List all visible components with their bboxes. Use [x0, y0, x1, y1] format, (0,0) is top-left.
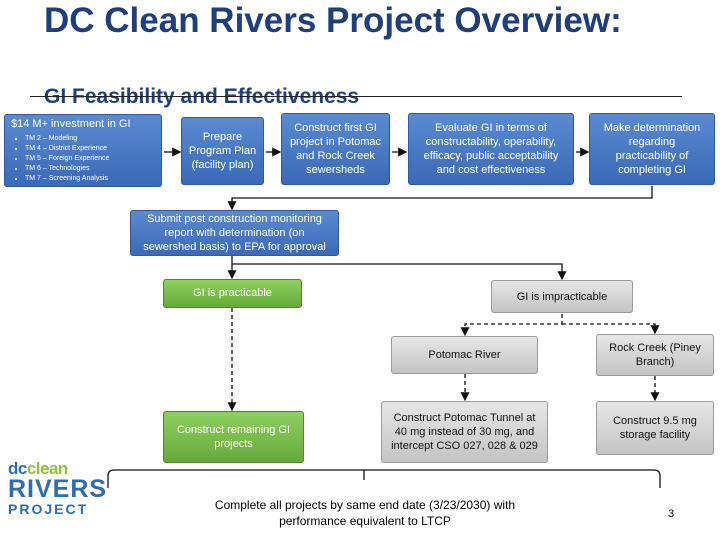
list-item: TM 7 – Screening Analysis	[25, 174, 155, 184]
completion-statement: Complete all projects by same end date (…	[214, 498, 516, 528]
logo-line-1: dcclean	[8, 460, 90, 478]
arrow-impracticable-to-rockcreek	[562, 323, 660, 335]
logo-clean: clean	[26, 459, 68, 478]
evaluate-box: Evaluate GI in terms of constructability…	[408, 113, 574, 185]
logo-rivers: RIVERS	[8, 475, 108, 503]
investment-heading: $14 M+ investment in GI	[11, 118, 131, 130]
list-item: TM 2 – Modeling	[25, 134, 155, 144]
submit-report-box: Submit post construction monitoring repo…	[130, 210, 339, 256]
gi-practicable-box: GI is practicable	[163, 279, 302, 308]
prepare-plan-box: Prepare Program Plan (facility plan)	[181, 117, 264, 185]
arrow-report-to-impracticable	[232, 263, 567, 281]
completion-brace	[107, 469, 661, 488]
page-number: 3	[668, 508, 675, 520]
dc-clean-rivers-logo: dcclean RIVERS PROJECT	[8, 460, 108, 530]
investment-box: $14 M+ investment in GI TM 2 – Modeling …	[4, 114, 162, 187]
investment-tm-list: TM 2 – Modeling TM 4 – District Experien…	[11, 134, 155, 184]
construct-remaining-box: Construct remaining GI projects	[163, 411, 304, 463]
construct-storage-box: Construct 9.5 mg storage facility	[596, 401, 714, 455]
title-rule	[30, 96, 682, 97]
list-item: TM 6 – Technologies	[25, 164, 155, 174]
arrow-determine-to-report	[227, 186, 653, 211]
rock-creek-box: Rock Creek (Piney Branch)	[596, 334, 714, 376]
construct-first-box: Construct first GI project in Potomac an…	[281, 113, 390, 185]
arrow-impracticable-to-potomac	[460, 314, 563, 337]
list-item: TM 5 – Foreign Experience	[25, 154, 155, 164]
make-determination-box: Make determination regarding practicabil…	[589, 113, 715, 185]
logo-dc: dc	[8, 459, 27, 478]
gi-impracticable-box: GI is impracticable	[491, 280, 633, 313]
logo-project: PROJECT	[8, 501, 89, 517]
list-item: TM 4 – District Experience	[25, 144, 155, 154]
slide-title: DC Clean Rivers Project Overview:	[44, 1, 622, 40]
construct-tunnel-box: Construct Potomac Tunnel at 40 mg instea…	[381, 401, 548, 463]
potomac-river-box: Potomac River	[391, 336, 538, 374]
